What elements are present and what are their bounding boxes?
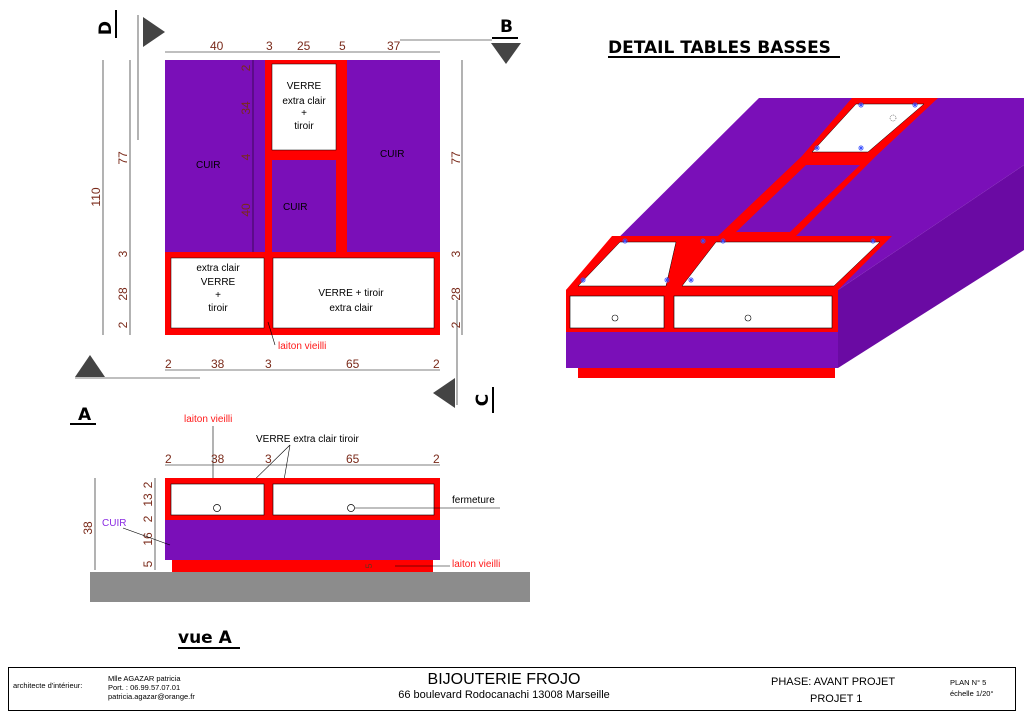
dim-bottom-2a: 2 [165,357,172,371]
project-address: 66 boulevard Rodocanachi 13008 Marseille [398,689,610,701]
dim-bottom-2b: 2 [433,357,440,371]
title-block: architecte d'intérieur: Mlle AGAZAR patr… [8,667,1016,711]
elev-label-cuir: CUIR [102,518,126,529]
plan-glass-bottom-right [272,257,435,329]
elev-label-laiton-bottom: laiton vieilli [452,559,500,570]
vue-a-title: vue A [178,628,233,648]
plan-label-glass-top-2: extra clair [282,96,326,107]
dim-inner-34: 34 [239,101,253,115]
dim-top-3: 3 [266,39,273,53]
project-number: PROJET 1 [810,693,863,705]
section-arrow-d [143,17,165,47]
detail-title: DETAIL TABLES BASSES [608,38,831,58]
dim-left-28: 28 [116,287,130,301]
elevation-view: A laiton vieilli VERRE extra clair tiroi… [70,405,530,602]
plan-label-laiton: laiton vieilli [278,341,326,352]
architect-role: architecte d'intérieur: [13,681,83,690]
dim-right-77: 77 [449,151,463,165]
elev-dim-2b: 2 [141,515,155,522]
elev-drawer-right[interactable] [272,483,435,516]
elev-dim-16: 16 [141,532,155,546]
elev-verre-label: VERRE extra clair tiroir [256,434,359,445]
plan-leather-center [272,160,336,252]
isometric-view [566,98,1024,378]
plan-number: PLAN N° 5 [950,678,987,687]
dim-left-3: 3 [116,250,130,257]
plan-label-glass-bl-1: extra clair [196,263,240,274]
elev-laiton-top: laiton vieilli [184,414,232,425]
plan-view: D B C 40 3 25 5 37 110 77 3 28 2 77 3 28… [75,10,521,413]
plan-label-glass-br-1: VERRE + tiroir [318,288,384,299]
plan-label-cuir-center: CUIR [283,202,307,213]
elev-dim-top-38: 38 [211,452,225,466]
plan-label-glass-bl-3: + [215,290,221,301]
dim-inner-2: 2 [239,64,253,71]
elev-floor [90,572,530,602]
plan-label-cuir-right: CUIR [380,149,404,160]
plan-glass-top [271,63,337,151]
dim-inner-40: 40 [239,203,253,217]
elev-drawer-left[interactable] [170,483,265,516]
elev-dim-top-2b: 2 [433,452,440,466]
plan-label-cuir-left: CUIR [196,160,220,171]
dim-left-77: 77 [116,151,130,165]
architect-email: patricia.agazar@orange.fr [108,692,195,701]
plan-label-glass-top-4: tiroir [294,121,314,132]
elev-base-dim: 5 [364,563,374,568]
dim-top-40: 40 [210,39,224,53]
dim-bottom-3: 3 [265,357,272,371]
dim-left-2: 2 [116,321,130,328]
elev-dim-top-65: 65 [346,452,360,466]
elev-dim-13: 13 [141,493,155,507]
elev-dim-total: 38 [81,521,95,535]
elev-brass-base [172,560,433,572]
dim-inner-4: 4 [239,153,253,160]
elev-dim-2a: 2 [141,481,155,488]
elev-leather-body [165,520,440,560]
phase: PHASE: AVANT PROJET [771,676,896,688]
elev-dim-top-2a: 2 [165,452,172,466]
dim-top-37: 37 [387,39,401,53]
dim-bottom-65: 65 [346,357,360,371]
section-arrow-a-plan [75,355,105,377]
architect-name: Mlle AGAZAR patricia [108,674,181,683]
elev-label-fermeture: fermeture [452,495,495,506]
section-arrow-c [433,378,455,408]
plan-label-glass-top-3: + [301,108,307,119]
dim-right-2: 2 [449,321,463,328]
dim-right-3: 3 [449,250,463,257]
plan-label-glass-bl-2: VERRE [201,277,236,288]
elev-dim-top-3: 3 [265,452,272,466]
dim-top-25: 25 [297,39,311,53]
dim-bottom-38: 38 [211,357,225,371]
project-name: BIJOUTERIE FROJO [427,671,581,688]
scale: échelle 1/20° [950,689,994,698]
section-letter-a: A [78,405,92,425]
section-arrow-b [491,43,521,64]
label-d: D [96,21,116,35]
dim-left-110: 110 [89,187,103,206]
plan-glass-bottom-left [170,257,265,329]
architect-phone: Port. : 06.99.57.07.01 [108,683,181,692]
dim-top-5: 5 [339,39,346,53]
dim-right-28: 28 [449,287,463,301]
label-c: C [473,394,493,406]
plan-label-glass-br-2: extra clair [329,303,373,314]
plan-label-glass-top-1: VERRE [287,81,322,92]
label-b: B [500,17,513,37]
elev-dim-5: 5 [141,560,155,567]
plan-label-glass-bl-4: tiroir [208,303,228,314]
